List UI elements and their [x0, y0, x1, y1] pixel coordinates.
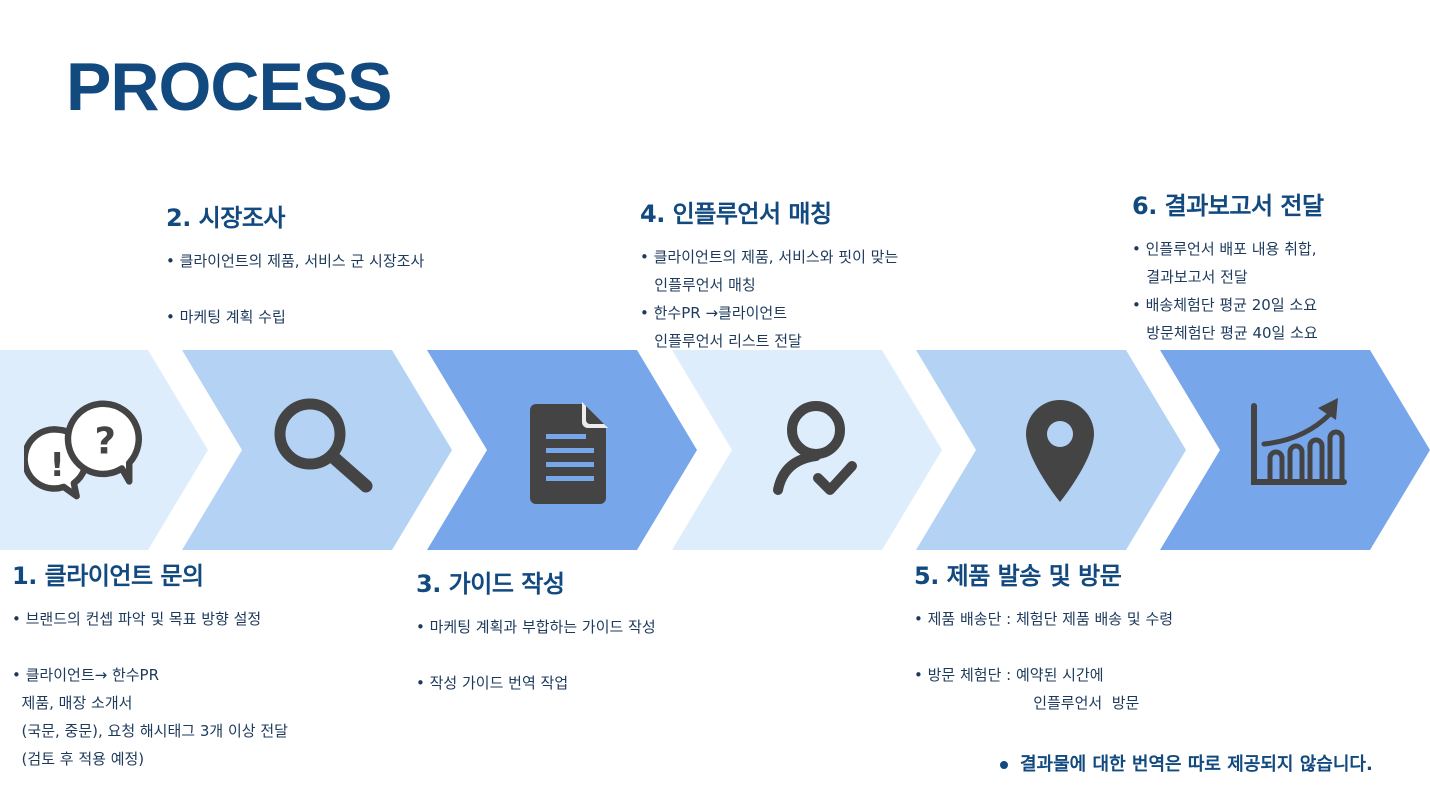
step-1-heading: 1. 클라이언트 문의: [12, 562, 204, 590]
step-5-line: • 방문 체험단 : 예약된 시간에: [914, 666, 1104, 684]
step-2: 2. 시장조사 • 클라이언트의 제품, 서비스 군 시장조사 • 마케팅 계획…: [166, 198, 424, 331]
step-6: 6. 결과보고서 전달 • 인플루언서 배포 내용 취합, 결과보고서 전달 •…: [1132, 186, 1324, 347]
step-3: 3. 가이드 작성 • 마케팅 계획과 부합하는 가이드 작성 • 작성 가이드…: [416, 564, 656, 697]
magnifier-icon: [274, 398, 373, 493]
step-4-line: • 한수PR →클라이언트: [640, 304, 788, 322]
step-1-line: (검토 후 적용 예정): [12, 750, 145, 768]
footnote-text: 결과물에 대한 번역은 따로 제공되지 않습니다.: [1020, 754, 1373, 775]
step-1-line: [12, 633, 288, 661]
step-5-line: [914, 633, 1173, 661]
step-6-heading: 6. 결과보고서 전달: [1132, 192, 1324, 220]
step-6-line: • 인플루언서 배포 내용 취합,: [1132, 240, 1317, 258]
bullet-dot-icon: [1000, 761, 1008, 769]
chat-question-icon: ! ?: [24, 400, 142, 500]
step-5: 5. 제품 발송 및 방문 • 제품 배송단 : 체험단 제품 배송 및 수령 …: [914, 556, 1173, 717]
step-2-heading: 2. 시장조사: [166, 204, 286, 232]
step-1: 1. 클라이언트 문의 • 브랜드의 컨셉 파악 및 목표 방향 설정 • 클라…: [12, 556, 288, 773]
svg-text:!: !: [50, 445, 65, 484]
document-icon: [530, 402, 608, 504]
map-pin-icon: [1026, 400, 1094, 502]
step-6-line: 결과보고서 전달: [1132, 268, 1248, 286]
process-arrow-band: [0, 350, 1430, 550]
step-5-line: • 제품 배송단 : 체험단 제품 배송 및 수령: [914, 610, 1174, 628]
step-2-line: • 마케팅 계획 수립: [166, 308, 286, 326]
step-2-line: [166, 275, 424, 303]
step-4-line: 인플루언서 매칭: [640, 276, 756, 294]
step-4-line: • 클라이언트의 제품, 서비스와 핏이 맞는: [640, 248, 899, 266]
step-6-line: 방문체험단 평균 40일 소요: [1132, 324, 1318, 342]
step-4: 4. 인플루언서 매칭 • 클라이언트의 제품, 서비스와 핏이 맞는 인플루언…: [640, 194, 898, 355]
svg-text:?: ?: [95, 420, 116, 463]
step-3-heading: 3. 가이드 작성: [416, 570, 565, 598]
step-1-line: 제품, 매장 소개서: [12, 694, 133, 712]
step-3-line: • 작성 가이드 번역 작업: [416, 674, 569, 692]
step-6-line: • 배송체험단 평균 20일 소요: [1132, 296, 1318, 314]
step-1-line: • 브랜드의 컨셉 파악 및 목표 방향 설정: [12, 610, 262, 628]
translation-footnote: 결과물에 대한 번역은 따로 제공되지 않습니다.: [1000, 750, 1373, 776]
step-5-line: 인플루언서 방문: [914, 694, 1140, 712]
step-1-line: (국문, 중문), 요청 해시태그 3개 이상 전달: [12, 722, 288, 740]
step-1-line: • 클라이언트→ 한수PR: [12, 666, 160, 684]
step-3-line: [416, 641, 656, 669]
step-2-line: • 클라이언트의 제품, 서비스 군 시장조사: [166, 252, 425, 270]
step-5-heading: 5. 제품 발송 및 방문: [914, 562, 1122, 590]
step-4-line: 인플루언서 리스트 전달: [640, 332, 802, 350]
page-title: PROCESS: [66, 49, 393, 125]
user-check-icon: [773, 401, 857, 495]
growth-chart-icon: [1251, 398, 1347, 485]
step-4-heading: 4. 인플루언서 매칭: [640, 200, 832, 228]
arrow-step-6: [1160, 350, 1430, 550]
arrow-step-2: [182, 350, 452, 550]
step-3-line: • 마케팅 계획과 부합하는 가이드 작성: [416, 618, 656, 636]
